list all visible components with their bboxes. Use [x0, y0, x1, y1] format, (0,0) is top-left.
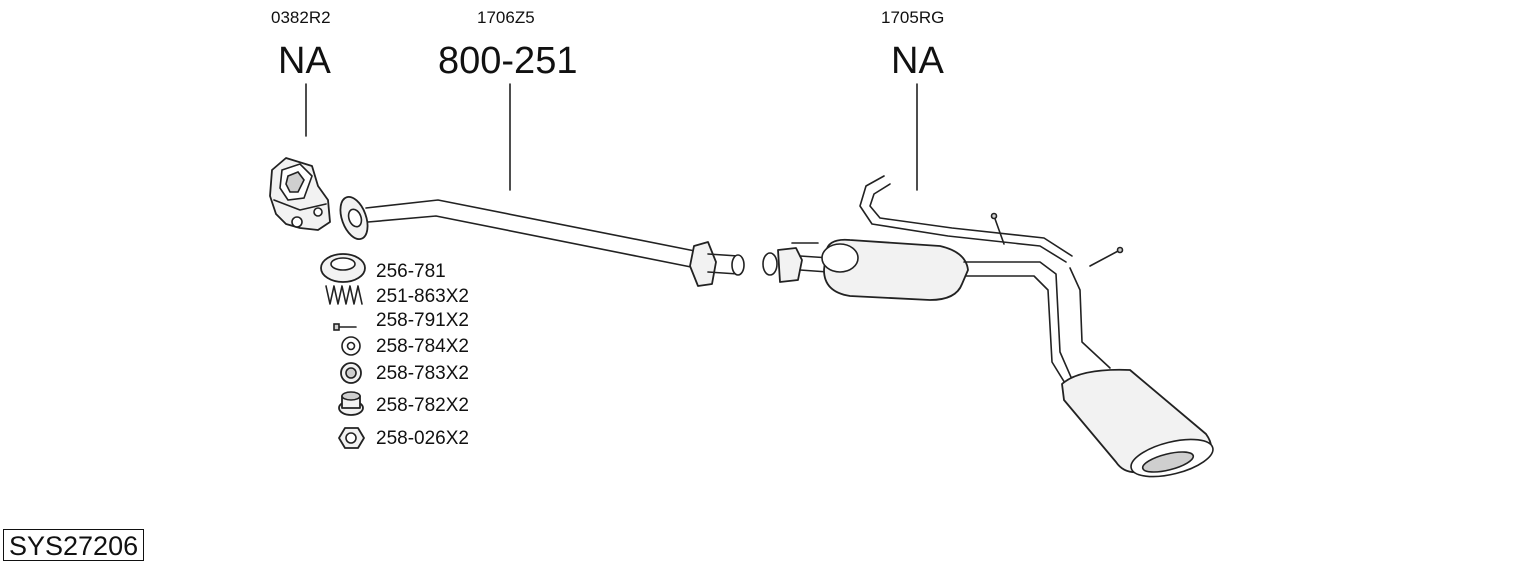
- gasket-ring-icon: [320, 253, 366, 283]
- kit-label-washer: 258-784X2: [376, 336, 469, 357]
- washer-icon: [341, 336, 361, 356]
- section-code-rear-silencer: 1705RG: [881, 8, 945, 27]
- bushing-icon: [338, 391, 364, 416]
- section-code-intermediate-pipe: 1706Z5: [477, 8, 535, 27]
- section-code-downpipe: 0382R2: [271, 8, 331, 27]
- spring-icon: [325, 285, 363, 305]
- kit-label-spring: 251-863X2: [376, 286, 469, 307]
- kit-label-bushing: 258-782X2: [376, 395, 469, 416]
- kit-label-gasket: 256-781: [376, 261, 446, 282]
- rear-silencer-part: [762, 175, 1214, 478]
- bolt-icon: [333, 323, 357, 331]
- intermediate-pipe-part: [339, 196, 745, 287]
- hex-nut-icon: [338, 427, 365, 449]
- kit-label-hex-nut: 258-026X2: [376, 428, 469, 449]
- kit-label-bolt: 258-791X2: [376, 310, 469, 331]
- kit-label-rubber-mount: 258-783X2: [376, 363, 469, 384]
- part-number-rear-silencer: NA: [891, 40, 944, 82]
- part-number-intermediate-pipe: 800-251: [438, 40, 578, 82]
- system-code-box: SYS27206: [3, 529, 145, 561]
- downpipe-part: [269, 157, 331, 231]
- part-number-downpipe: NA: [278, 40, 331, 82]
- rubber-mount-icon: [340, 362, 362, 384]
